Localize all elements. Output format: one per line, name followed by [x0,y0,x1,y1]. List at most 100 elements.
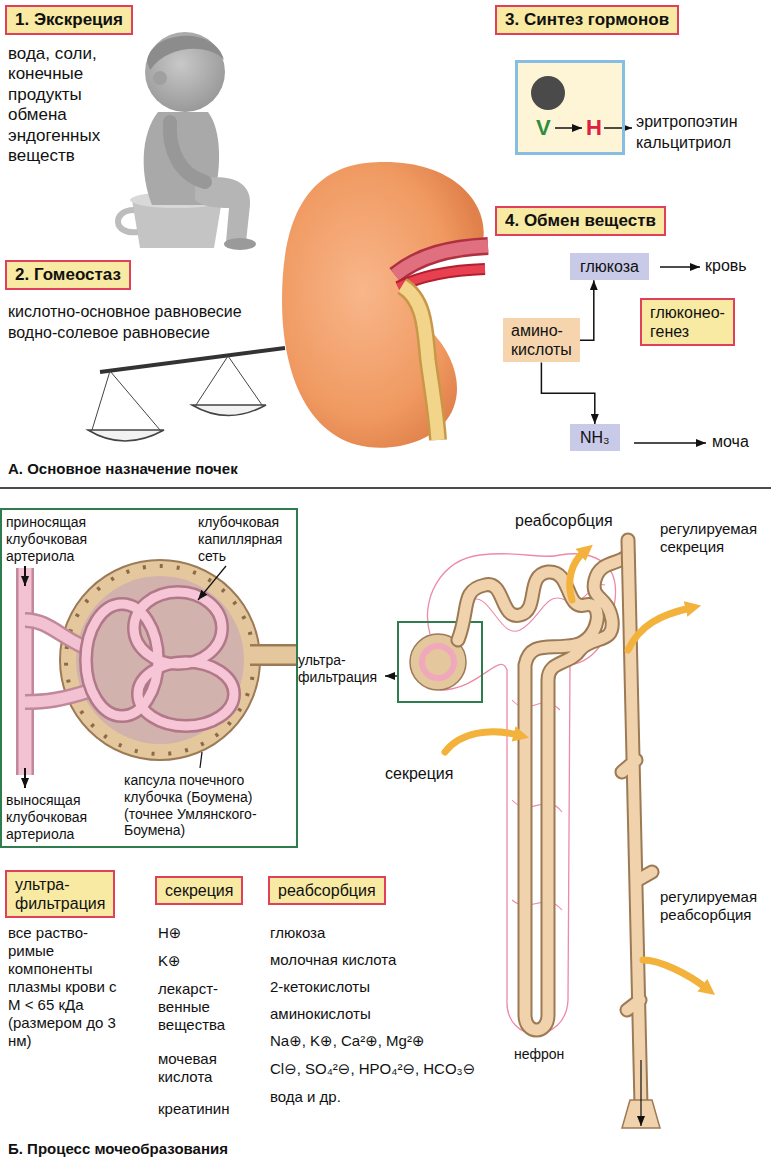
text-label: регулируемая секреция [660,520,757,556]
node-text: выносящая клубочковая артериола [6,792,87,842]
nephron-drawing [458,555,628,1030]
node-text: реабсорбция [278,881,376,900]
text-label: 2-кетокислоты [270,978,370,996]
metabolite-box: амино- кислоты [503,318,580,362]
text-label: кальцитриол [636,133,731,152]
balance-scales [228,356,262,405]
heading-box: 2. Гомеостаз [5,260,131,290]
glomerulus-drawing [19,568,32,775]
node-text: 4. Обмен веществ [505,211,656,231]
text-label: А. Основное назначение почек [8,460,238,478]
glomerulus-drawing [16,568,34,775]
connector-arrow [541,362,594,424]
glomerulus-drawing [76,576,244,744]
node-text: секреция [165,881,233,900]
child-figure [147,36,224,70]
child-figure [118,32,256,250]
flow-arrow [634,267,706,443]
kidney [402,286,438,440]
cell-drawing [531,76,565,110]
node-text: 1. Экскреция [15,10,123,30]
glomerulus-drawing [86,592,234,726]
transport-arrow [445,732,518,752]
glomerulus-drawing [138,662,234,726]
node-text: клубочковая капиллярная сеть [198,514,282,564]
glomerulus-drawing [86,604,158,716]
text-label: мочевая кислота [158,1050,217,1086]
node-text: амино- кислоты [511,321,572,359]
section-divider [0,487,771,489]
cell-drawing [555,127,582,129]
text-label: водно-солевое равновесие [8,323,210,342]
glomerulus-drawing [200,752,202,768]
text-label: Б. Процесс мочеобразования [8,1140,228,1158]
text-label: глюкоза [270,924,325,942]
cell-drawing [515,60,625,155]
text-label: секреция [385,764,453,783]
text-label: кислотно-основное равновесие [8,302,242,321]
cell-drawing [515,60,632,155]
text-label: ультра- фильтрация [298,652,377,686]
child-figure [118,210,138,232]
kidney [282,162,488,448]
glomerulus-drawing [25,560,298,788]
node-text: NH₃ [580,428,610,447]
glomerulus-drawing [24,768,26,788]
node-text: капсула почечного клубочка (Боумена) (то… [124,772,296,839]
nephron-drawing [458,540,652,1105]
transport-arrow [628,608,690,650]
glomerulus-drawing [24,566,26,586]
heading-box: 3. Синтез гормонов [495,5,679,35]
node-text: глюконео- генез [650,303,725,341]
glomerulus-drawing [198,566,226,600]
child-figure [224,238,256,250]
process-box: глюконео- генез [640,298,735,346]
text-label: Cl⊖, SO₄²⊖, HPO₄²⊖, HCO₃⊖ [270,1060,475,1078]
transport-arrow [570,552,584,600]
glomerulus-drawing [134,592,222,664]
flow-arrow [634,442,706,444]
child-figure [153,71,167,85]
column-header: ультра- фильтрация [5,870,115,918]
balance-scales [100,348,285,372]
text-label: вода, соли, конечные продукты обмена энд… [8,44,100,166]
text-label: креатинин [158,1100,229,1118]
text-label: все раство- римые компоненты плазмы кров… [8,924,126,1050]
flow-arrow [660,266,700,268]
child-figure [170,122,205,182]
text-label: лекарст- венные вещества [158,980,225,1034]
node-text: 3. Синтез гормонов [505,10,669,30]
text-label: кровь [705,256,747,275]
glomerulus-drawing [86,592,234,726]
balance-scales [110,371,160,430]
nephron-drawing [385,540,660,1128]
glomerulus-drawing [60,560,260,760]
text-label: эритропоэтин [636,112,738,131]
column-header: секреция [155,876,243,905]
heading-box: 1. Экскреция [5,5,133,35]
balance-scales [88,348,285,441]
child-figure [145,32,225,112]
glomerulus-drawing [250,647,298,664]
text-label: моча [712,432,749,451]
node-text: 2. Гомеостаз [15,265,121,285]
text-label: аминокислоты [270,1005,371,1023]
text-label: Na⊕, K⊕, Ca²⊕, Mg²⊕ [270,1032,424,1050]
node-text: H [586,115,602,141]
metabolite-box: NH₃ [570,424,620,451]
balance-scales [196,356,228,405]
column-header: реабсорбция [268,876,386,905]
text-label: молочная кислота [270,951,396,969]
glomerulus-drawing [25,690,92,702]
text-label: H⊕ [158,924,181,942]
text-label: K⊕ [158,952,181,970]
cell-box: VH [515,60,625,155]
metabolite-box: глюкоза [570,253,649,280]
glomerulus-drawing [25,690,92,702]
kidney [402,286,438,440]
transport-arrow [643,960,706,988]
node-text: приносящая клубочковая артериола [6,514,87,564]
balance-scales [192,405,266,416]
inset-frame: приносящая клубочковая артериола клубочко… [0,508,298,848]
